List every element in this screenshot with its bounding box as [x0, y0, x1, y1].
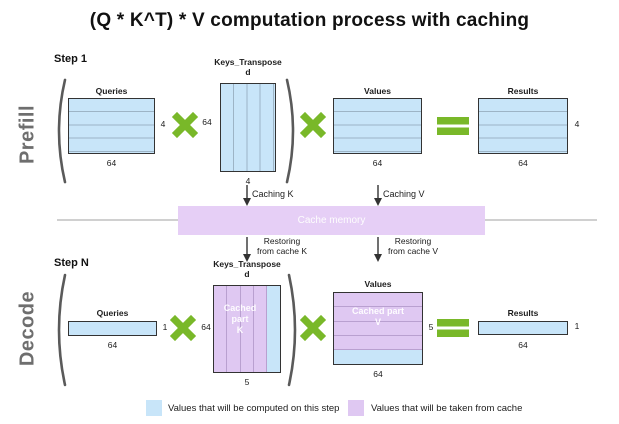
decode-values-cols-dim: 64: [373, 369, 383, 379]
new-column: [267, 286, 280, 372]
restoring-k-arrow-icon: [241, 237, 253, 262]
equals-icon: [437, 117, 469, 135]
decode-results-cols-dim: 64: [518, 340, 528, 350]
prefill-values-matrix: [333, 98, 422, 154]
prefill-keys-title: Keys_Transpose d: [198, 57, 298, 77]
prefill-results-matrix: [478, 98, 568, 154]
decode-values-rows-dim: 5: [428, 322, 434, 332]
new-row: [334, 350, 422, 364]
decode-results-title: Results: [507, 308, 539, 318]
decode-queries-matrix: [68, 321, 157, 336]
restoring-k-line2: from cache K: [256, 246, 308, 256]
restoring-k-label: Restoring from cache K: [250, 236, 314, 256]
decode-queries-title: Queries: [96, 308, 129, 318]
legend-label-computed: Values that will be computed on this ste…: [168, 403, 340, 414]
decode-values-title: Values: [364, 279, 392, 289]
restoring-v-label: Restoring from cache V: [381, 236, 445, 256]
prefill-values-cols-dim: 64: [372, 158, 383, 168]
multiply-icon: [172, 112, 198, 138]
multiply-icon: [300, 112, 326, 138]
legend-swatch-computed: [146, 400, 162, 416]
caching-k-label: Caching K: [252, 189, 294, 199]
decode-keys-cols-dim: 5: [244, 377, 250, 387]
decode-step-label: Step N: [54, 257, 89, 269]
prefill-keys-title-line1: Keys_Transpose: [214, 57, 282, 67]
prefill-results-rows-dim: 4: [574, 119, 580, 129]
caching-v-label: Caching V: [383, 189, 425, 199]
decode-keys-matrix: [213, 285, 281, 373]
prefill-results-cols-dim: 64: [518, 158, 528, 168]
cached-row: [334, 335, 422, 350]
caching-v-arrow-icon: [372, 185, 384, 206]
multiply-icon: [300, 315, 326, 341]
open-paren-icon: [50, 272, 68, 388]
decode-row-label: Decode: [16, 290, 39, 367]
decode-keys-rows-dim: 64: [201, 322, 211, 332]
legend-label-cached: Values that will be taken from cache: [371, 403, 523, 414]
cache-memory-bar: Cache memory: [178, 206, 485, 235]
close-paren-icon: [286, 272, 304, 388]
restoring-v-arrow-icon: [372, 237, 384, 262]
cached-column: [227, 286, 241, 372]
decode-results-matrix: [478, 321, 568, 335]
decode-keys-title: Keys_Transpose d: [197, 259, 297, 279]
cached-column: [214, 286, 228, 372]
prefill-keys-cols-dim: 4: [245, 176, 251, 186]
prefill-keys-rows-dim: 64: [202, 117, 212, 127]
equals-icon: [437, 319, 469, 337]
decode-keys-title-line2: d: [244, 269, 250, 279]
prefill-keys-title-line2: d: [245, 67, 251, 77]
restoring-k-line1: Restoring: [263, 236, 301, 246]
decode-results-rows-dim: 1: [574, 321, 580, 331]
prefill-results-title: Results: [507, 86, 539, 96]
cached-column: [240, 286, 254, 372]
decode-queries-cols-dim: 64: [107, 340, 118, 350]
decode-keys-title-line1: Keys_Transpose: [213, 259, 281, 269]
prefill-values-title: Values: [364, 86, 391, 96]
caching-k-arrow-icon: [241, 185, 253, 206]
prefill-queries-title: Queries: [95, 86, 128, 96]
open-paren-icon: [50, 77, 68, 185]
cache-memory-label: Cache memory: [297, 215, 366, 226]
close-paren-icon: [284, 77, 302, 185]
prefill-keys-matrix: [220, 83, 276, 172]
decode-values-matrix: [333, 292, 423, 365]
cached-row: [334, 293, 422, 308]
legend-swatch-cached: [348, 400, 364, 416]
cached-row: [334, 307, 422, 322]
page-title: (Q * K^T) * V computation process with c…: [89, 10, 530, 31]
restoring-v-line2: from cache V: [387, 246, 439, 256]
decode-queries-rows-dim: 1: [162, 322, 168, 332]
cached-row: [334, 321, 422, 336]
multiply-icon: [170, 315, 196, 341]
prefill-queries-matrix: [68, 98, 155, 154]
prefill-queries-cols-dim: 64: [106, 158, 117, 168]
prefill-step-label: Step 1: [54, 53, 88, 65]
prefill-queries-rows-dim: 4: [160, 119, 166, 129]
prefill-row-label: Prefill: [16, 104, 39, 165]
restoring-v-line1: Restoring: [394, 236, 432, 246]
cached-column: [253, 286, 267, 372]
